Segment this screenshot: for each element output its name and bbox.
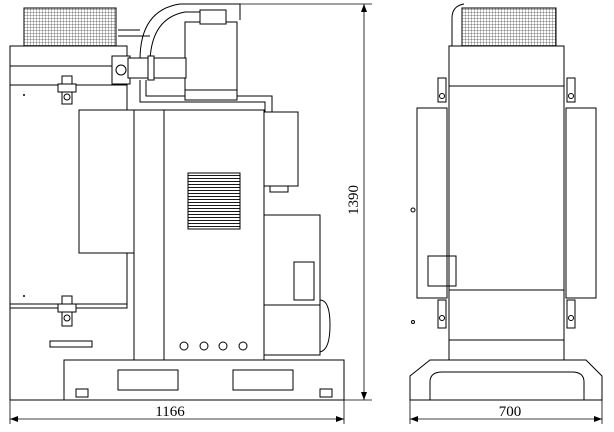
- front-side-door: [78, 109, 135, 254]
- front-knob-2: [199, 341, 209, 351]
- side-latch-left-top: [437, 77, 447, 103]
- side-latch-right-bottom: [566, 299, 576, 329]
- front-main-panel: [163, 109, 265, 361]
- side-main-body: [448, 85, 565, 361]
- side-latch-left-bottom: [437, 299, 447, 329]
- side-view: [409, 3, 603, 401]
- front-knob-4: [238, 341, 248, 351]
- front-fan-grille: [23, 7, 117, 47]
- height-dimension: 1390: [240, 3, 372, 401]
- front-foot-left: [75, 388, 89, 398]
- side-latch-right-top: [566, 77, 576, 103]
- front-engine-block: [184, 21, 238, 101]
- front-latch-top: [57, 75, 77, 105]
- front-foot-right: [319, 388, 333, 398]
- side-width-label: 700: [499, 404, 522, 420]
- front-control-box: [263, 111, 299, 187]
- front-latch-bottom: [57, 295, 77, 327]
- front-view: [9, 3, 345, 401]
- side-right-panel: [565, 107, 597, 299]
- height-dimension-label: 1390: [346, 185, 362, 215]
- front-column: [133, 109, 165, 361]
- side-base: [409, 359, 603, 401]
- front-louver-vent: [187, 172, 241, 230]
- front-width-label: 1166: [155, 404, 185, 420]
- side-fan-grille: [461, 7, 557, 47]
- front-width-dimension: 1166: [9, 400, 345, 424]
- front-knob-1: [179, 341, 189, 351]
- side-width-dimension: 700: [409, 400, 603, 424]
- side-top-cabinet: [448, 45, 565, 87]
- front-coupling: [111, 55, 187, 85]
- front-name-plate: [49, 340, 93, 348]
- side-left-panel: [416, 107, 448, 299]
- front-base-skid: [63, 359, 345, 401]
- front-knob-3: [218, 341, 228, 351]
- front-piping: [118, 3, 273, 112]
